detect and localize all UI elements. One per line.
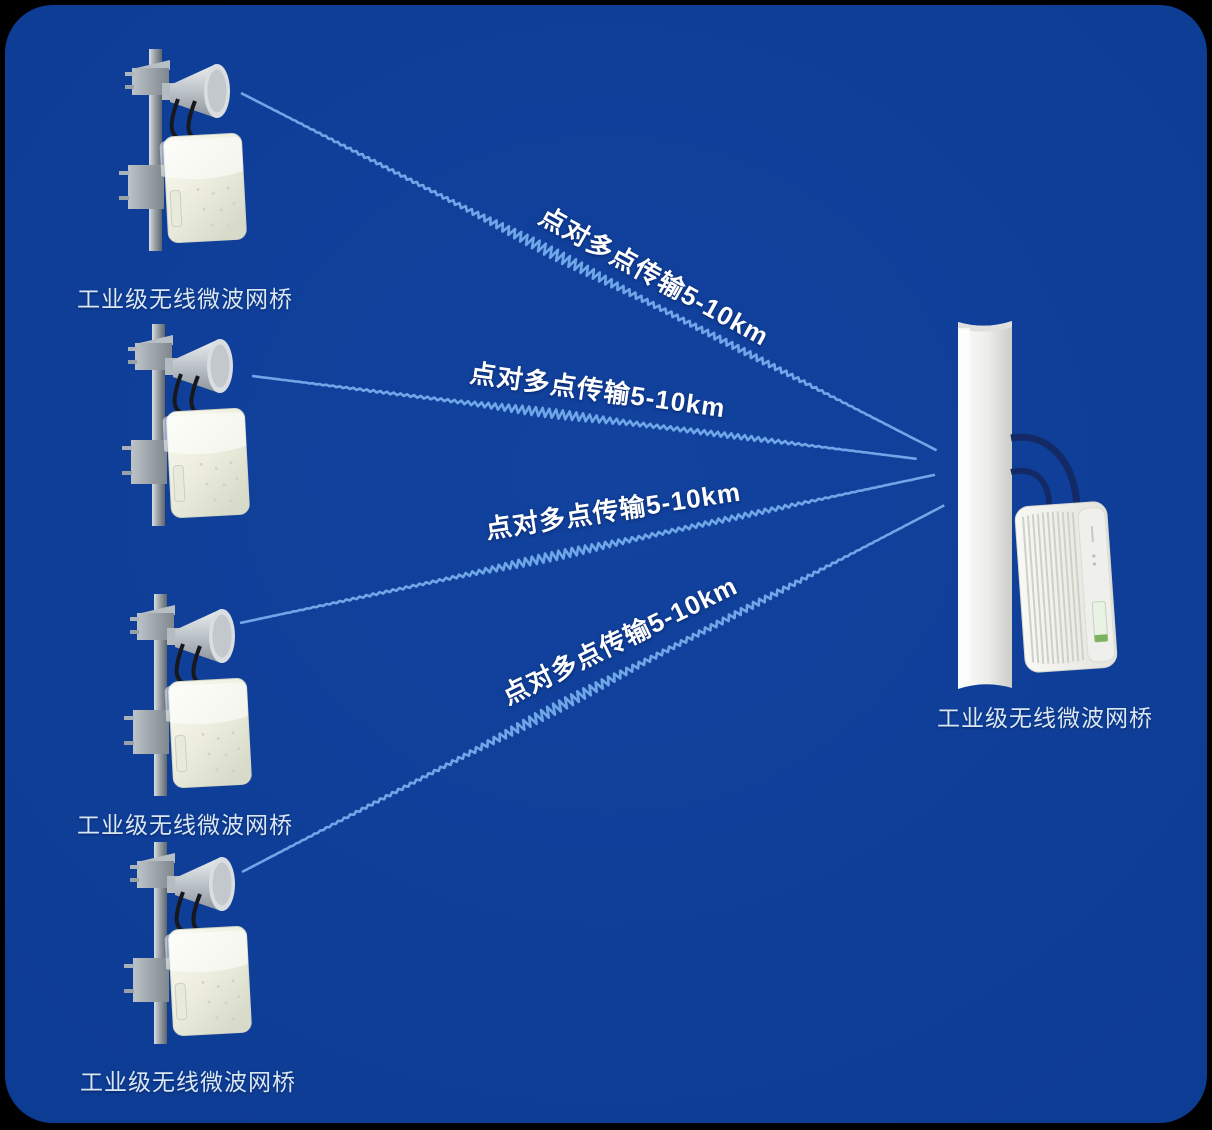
wireless-links-layer <box>239 91 945 874</box>
base-station-caption: 工业级无线微波网桥 <box>937 705 1153 731</box>
rf-jumper-cable-1 <box>1010 433 1081 507</box>
bridge-device-2 <box>120 322 252 528</box>
bridge-4-caption: 工业级无线微波网桥 <box>80 1069 296 1095</box>
rf-jumper-cable-2 <box>1010 467 1053 510</box>
wireless-link-2 <box>251 374 917 461</box>
bridge-3-caption: 工业级无线微波网桥 <box>77 812 293 838</box>
heatsink-fins <box>1022 511 1085 665</box>
sector-antenna-panel <box>958 321 1012 689</box>
bridge-1-caption: 工业级无线微波网桥 <box>77 286 293 312</box>
base-station-assembly <box>958 321 1118 689</box>
bridge-device-4 <box>122 840 254 1046</box>
bridge-device-3 <box>122 592 254 798</box>
wireless-link-3 <box>239 473 936 625</box>
bridge-device-1 <box>117 47 249 253</box>
wireless-link-4 <box>241 504 945 874</box>
wireless-link-1 <box>240 91 938 452</box>
base-radio-unit <box>1014 501 1118 673</box>
